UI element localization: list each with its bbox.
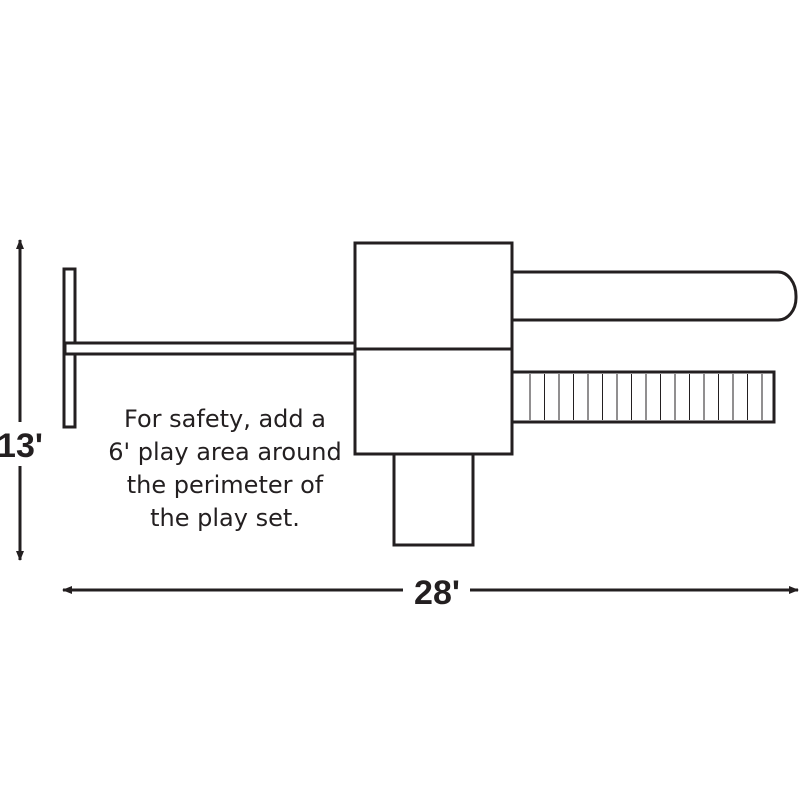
tower-upper-deck xyxy=(353,241,514,351)
safety-note-line: For safety, add a xyxy=(124,405,326,433)
safety-note: For safety, add a 6' play area around th… xyxy=(95,403,355,535)
safety-note-line: the play set. xyxy=(150,504,300,532)
width-label: 28' xyxy=(414,574,460,612)
height-label: 13' xyxy=(0,427,43,465)
ladder xyxy=(510,370,776,424)
entry-box xyxy=(392,452,475,547)
safety-note-line: the perimeter of xyxy=(126,471,324,499)
swing-beam xyxy=(63,341,359,356)
slide xyxy=(510,270,798,322)
ladder-rungs xyxy=(529,374,763,420)
tower-lower-deck xyxy=(353,347,514,456)
safety-note-line: 6' play area around xyxy=(108,438,342,466)
height-label-bg xyxy=(0,422,40,466)
